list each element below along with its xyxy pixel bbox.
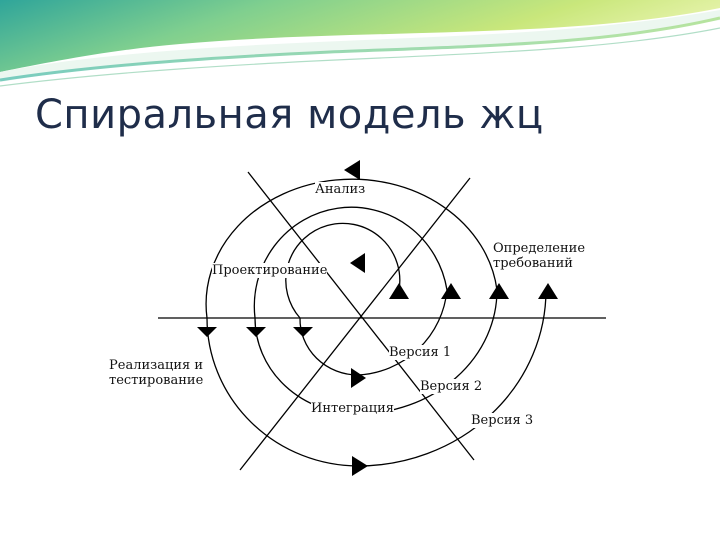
label-version-2: Версия 2 <box>420 379 483 394</box>
arrow-up-version-3 <box>489 283 509 299</box>
header-banner <box>0 0 720 87</box>
label-integration: Интеграция <box>311 401 394 416</box>
spiral-outer-end <box>357 289 547 467</box>
spiral-inner-turn <box>285 222 401 319</box>
arrow-right-integration <box>351 368 366 388</box>
arrow-down-inner <box>293 327 313 337</box>
arrow-up-version-1 <box>389 283 409 299</box>
slide-title: Спиральная модель жц <box>35 92 544 138</box>
arrow-right-outer <box>352 456 368 476</box>
arrow-up-outer <box>538 283 558 299</box>
diagonal-axis-right <box>239 177 471 471</box>
arrow-left-outer <box>344 160 360 180</box>
banner-wave-light <box>0 10 720 82</box>
label-version-3: Версия 3 <box>471 413 534 428</box>
spiral-turn-3-left <box>206 317 359 467</box>
label-version-1: Версия 1 <box>389 345 452 360</box>
banner-wave-line-thin <box>0 27 720 87</box>
spiral-connector-1 <box>299 317 359 376</box>
banner-wave-line <box>0 16 720 82</box>
spiral-diagram: Анализ Определение требований Проектиров… <box>45 155 650 515</box>
label-implementation-testing: Реализация и тестирование <box>109 358 204 388</box>
arrow-down-middle <box>246 327 266 337</box>
label-design: Проектирование <box>212 263 328 278</box>
spiral-diagram-canvas <box>158 160 606 476</box>
arrow-up-version-2 <box>441 283 461 299</box>
spiral-turn-3-upper <box>205 178 498 319</box>
arrow-left-inner <box>350 253 365 273</box>
arrow-down-outer <box>197 327 217 337</box>
banner-wave-main <box>0 0 720 72</box>
label-analysis: Анализ <box>315 182 366 197</box>
label-requirements: Определение требований <box>493 241 586 271</box>
